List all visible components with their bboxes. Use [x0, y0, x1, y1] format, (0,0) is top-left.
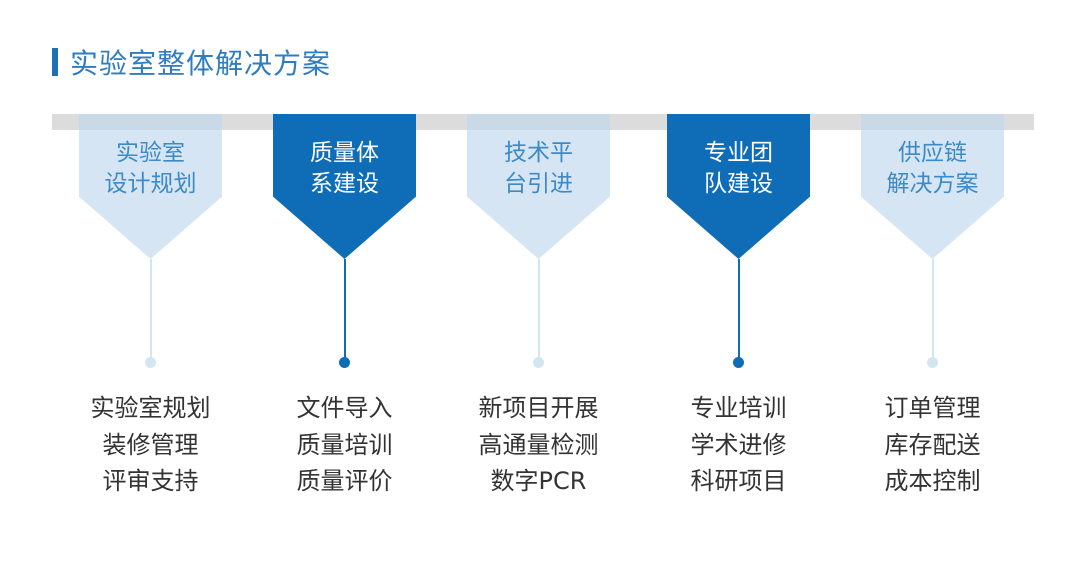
list-item: 评审支持 [102, 467, 199, 495]
connector-dot [927, 357, 938, 368]
connector-dot [733, 357, 744, 368]
heading-line: 台引进 [504, 171, 573, 197]
list-item: 实验室规划 [90, 394, 211, 422]
heading-line: 系建设 [310, 171, 379, 197]
heading-line: 队建设 [704, 171, 773, 197]
item-list: 专业培训学术进修科研项目 [637, 390, 840, 500]
item-list: 新项目开展高通量检测数字PCR [437, 390, 640, 500]
banner-heading: 供应链解决方案 [861, 138, 1004, 200]
item-list: 订单管理库存配送成本控制 [831, 390, 1034, 500]
heading-line: 供应链 [898, 140, 967, 166]
heading-line: 解决方案 [886, 171, 979, 197]
banner-heading: 专业团队建设 [667, 138, 810, 200]
title-accent-bar [52, 48, 58, 76]
list-item: 高通量检测 [478, 430, 599, 459]
list-item: 文件导入 [296, 394, 393, 422]
heading-line: 专业团 [704, 140, 773, 166]
list-item: 质量培训 [296, 430, 393, 459]
connector-line [738, 259, 740, 362]
list-item: 成本控制 [884, 467, 981, 495]
item-list: 实验室规划装修管理评审支持 [49, 390, 252, 500]
connector-line [344, 259, 346, 362]
connector-line [538, 259, 540, 362]
banner-heading: 技术平台引进 [467, 138, 610, 200]
connector-dot [533, 357, 544, 368]
list-item: 库存配送 [884, 430, 981, 459]
heading-line: 技术平 [504, 140, 573, 166]
list-item: 订单管理 [884, 394, 981, 422]
heading-line: 设计规划 [104, 171, 197, 197]
connector-line [932, 259, 934, 362]
list-item: 数字PCR [490, 467, 587, 495]
list-item: 学术进修 [690, 430, 787, 459]
banner-heading: 质量体系建设 [273, 138, 416, 200]
list-item: 质量评价 [296, 467, 393, 495]
heading-line: 质量体 [310, 140, 379, 166]
list-item: 新项目开展 [478, 394, 599, 422]
banner-heading: 实验室设计规划 [79, 138, 222, 200]
connector-dot [145, 357, 156, 368]
list-item: 科研项目 [690, 467, 787, 495]
list-item: 装修管理 [102, 430, 199, 459]
connector-line [150, 259, 152, 362]
list-item: 专业培训 [690, 394, 787, 422]
heading-line: 实验室 [116, 140, 185, 166]
connector-dot [339, 357, 350, 368]
item-list: 文件导入质量培训质量评价 [243, 390, 446, 500]
page-title: 实验室整体解决方案 [70, 47, 332, 80]
